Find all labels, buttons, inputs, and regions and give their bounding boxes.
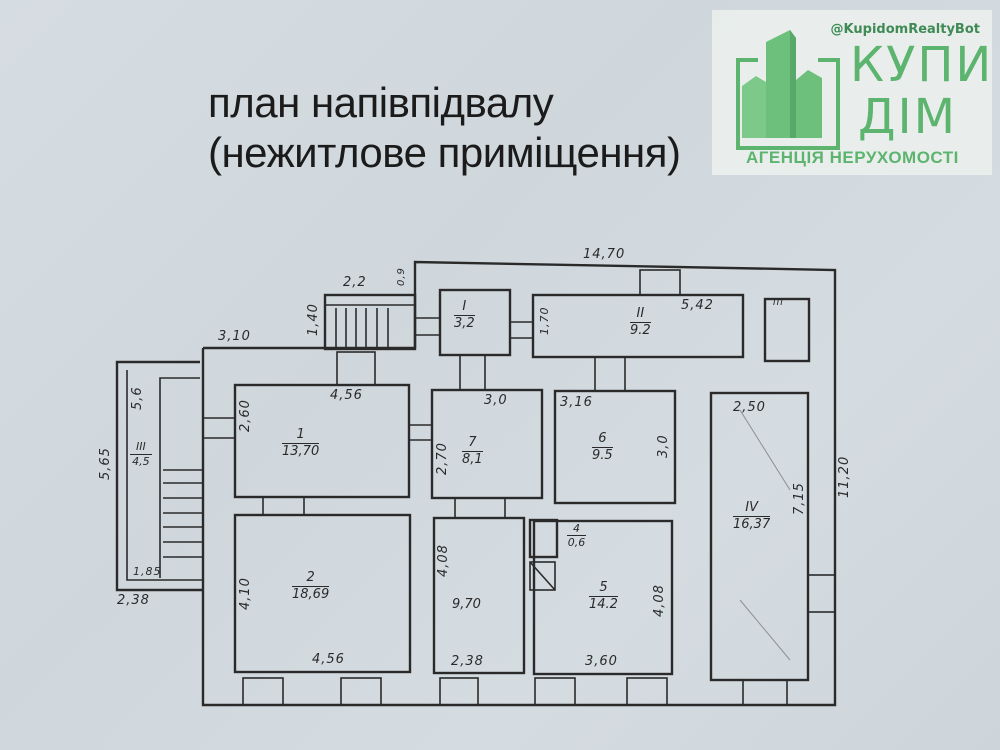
title-line-2: (нежитлове приміщення) (208, 129, 681, 176)
dim-overall-right: 11,20 (837, 455, 852, 498)
dim-room-IV-height: 7,15 (792, 482, 807, 515)
room-5-outline (532, 519, 674, 676)
dim-stair-width: 2,2 (343, 275, 367, 290)
dim-room5-width: 3,60 (585, 654, 618, 669)
room-II-outline (531, 293, 745, 359)
dim-room-II-width: 5,42 (681, 298, 714, 313)
room-6-outline (553, 389, 677, 505)
dim-room1-height: 2,60 (238, 399, 253, 432)
dim-room1-width: 4,56 (330, 388, 363, 403)
left-wing-wall (115, 360, 203, 592)
building-logo-icon (736, 30, 840, 150)
dim-entry-top: 3,10 (218, 329, 251, 344)
agency-watermark: @KupidomRealtyBot КУПИ ДІМ АГЕНЦІЯ НЕРУХ… (712, 10, 992, 175)
dim-room6-height: 3,0 (656, 434, 671, 458)
room-3-label: 39,70 (452, 597, 481, 612)
shaft-label: III (773, 298, 784, 308)
dim-room7-height: 2,70 (435, 442, 450, 475)
outer-wall (201, 260, 837, 707)
shaft-outline (763, 297, 811, 363)
dim-left-wing-height: 5,65 (98, 447, 113, 480)
brand-line-1: КУПИ (850, 37, 994, 93)
agency-tagline: АГЕНЦІЯ НЕРУХОМОСТІ (746, 148, 959, 167)
room-I-outline (438, 288, 512, 357)
dim-room-II-height: 1,70 (538, 306, 551, 336)
room-7-outline (430, 388, 544, 500)
dim-room6-width: 3,16 (560, 395, 593, 410)
dim-stair-small: 0,9 (396, 267, 407, 286)
dim-room3-width: 2,38 (451, 654, 484, 669)
dim-left-wing-inner: 5,6 (130, 386, 145, 410)
room-2-outline (233, 513, 412, 674)
room-3-outline (432, 516, 526, 675)
dim-left-wing-inner-bottom: 1,85 (133, 565, 162, 578)
dim-overall-top: 14,70 (583, 247, 626, 262)
dim-left-wing-bottom: 2,38 (117, 593, 150, 608)
dim-room2-height: 4,10 (238, 577, 253, 610)
room-1-outline (233, 383, 411, 499)
telegram-handle: @KupidomRealtyBot (830, 22, 980, 37)
room-IV-outline (709, 391, 810, 682)
dim-room-IV-width: 2,50 (733, 400, 766, 415)
dim-room5-height: 4,08 (652, 584, 667, 617)
dim-room3-height: 4,08 (436, 544, 451, 577)
dim-room2-width: 4,56 (312, 652, 345, 667)
dim-stair-depth: 1,40 (306, 303, 321, 336)
title-line-1: план напівпідвалу (208, 79, 554, 126)
plan-title: план напівпідвалу (нежитлове приміщення) (208, 78, 681, 178)
brand-line-2: ДІМ (858, 89, 958, 145)
dim-room7-width: 3,0 (484, 393, 508, 408)
